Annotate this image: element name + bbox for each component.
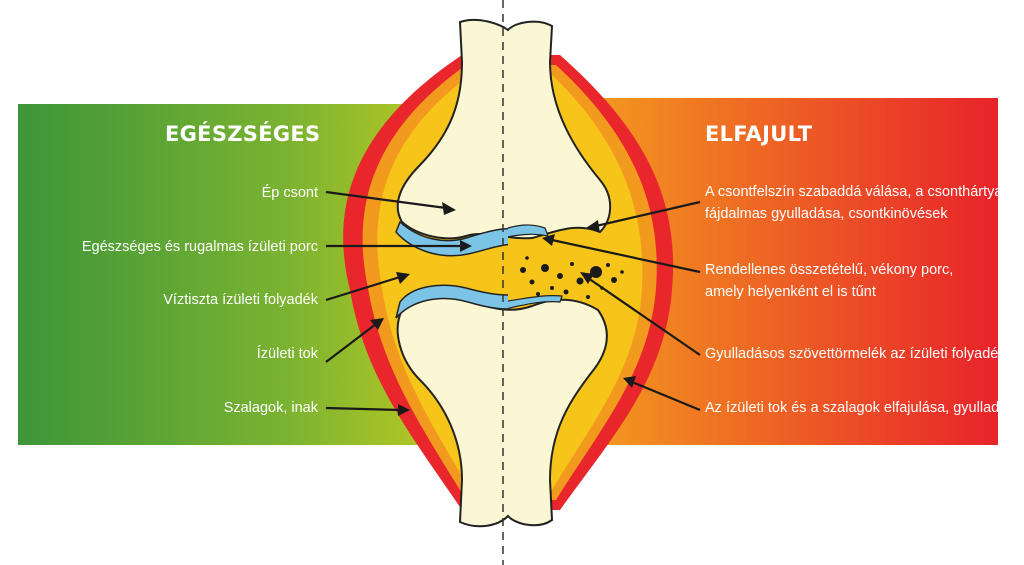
healthy-heading: EGÉSZSÉGES bbox=[165, 121, 320, 146]
cartilage-lower bbox=[395, 284, 508, 319]
degenerated-heading: ELFAJULT bbox=[705, 122, 813, 146]
label-thin-cartilage-l2: amely helyenként el is tűnt bbox=[705, 284, 876, 300]
label-exposed-bone-l1: A csontfelszín szabaddá válása, a csonth… bbox=[705, 184, 1003, 200]
upper-bone bbox=[396, 18, 612, 240]
label-joint-capsule: Ízületi tok bbox=[257, 345, 319, 362]
cartilage-lower-thin bbox=[508, 295, 563, 309]
label-healthy-cartilage: Egészséges és rugalmas ízületi porc bbox=[82, 239, 318, 255]
label-thin-cartilage-l1: Rendellenes összetételű, vékony porc, bbox=[705, 262, 953, 278]
label-inflammatory-debris: Gyulladásos szövettörmelék az ízületi fo… bbox=[705, 346, 1024, 362]
cartilage-upper-thin bbox=[508, 224, 549, 238]
arrows-left bbox=[325, 190, 472, 416]
inflammatory-debris bbox=[520, 256, 624, 299]
cartilage-upper bbox=[395, 220, 508, 257]
label-exposed-bone-l2: fájdalmas gyulladása, csontkinövések bbox=[705, 206, 948, 222]
label-healthy-bone: Ép csont bbox=[262, 184, 318, 201]
arrows-right bbox=[542, 200, 701, 412]
label-ligaments: Szalagok, inak bbox=[224, 400, 319, 416]
label-clear-fluid: Víztiszta ízületi folyadék bbox=[163, 292, 318, 308]
label-capsule-degeneration: Az ízületi tok és a szalagok elfajulása,… bbox=[705, 400, 1024, 416]
